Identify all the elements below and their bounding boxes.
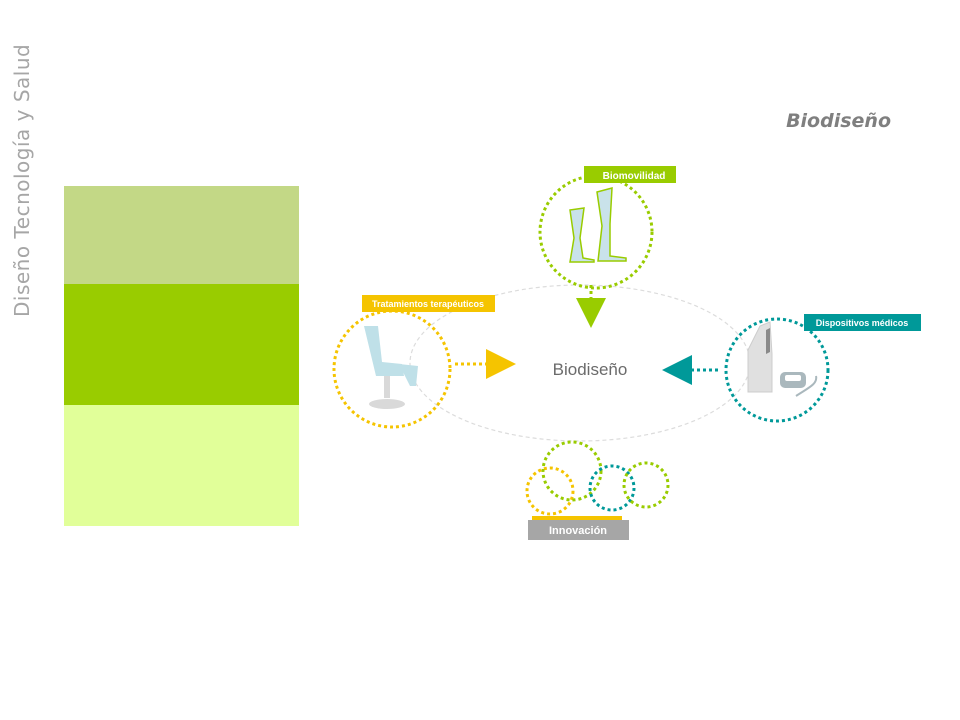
tratamientos-tag <box>362 295 495 312</box>
medical-device-icon <box>747 321 818 397</box>
innovacion-circle-green-1 <box>541 440 603 502</box>
tratamientos-label: Tratamientos terapéuticos <box>372 299 484 309</box>
innovacion-label: Innovación <box>549 525 607 537</box>
innovacion-tag <box>528 520 629 540</box>
chair-icon <box>364 326 418 409</box>
innovacion-tag-accent <box>532 516 622 520</box>
prosthesis-icon <box>569 187 627 263</box>
node-innovacion: Innovación <box>525 440 670 540</box>
innovacion-circle-yellow <box>525 466 575 516</box>
biomovilidad-circle <box>538 174 654 290</box>
page-title: Biodiseño <box>786 110 891 132</box>
node-tratamientos: Tratamientos terapéuticos <box>332 295 516 429</box>
center-label: Biodiseño <box>553 360 628 379</box>
biomovilidad-tag <box>584 166 676 183</box>
dispositivos-circle <box>724 317 830 423</box>
color-block-green <box>64 284 299 405</box>
dispositivos-tag <box>804 314 921 331</box>
color-block-pale-green <box>64 405 299 526</box>
node-dispositivos: Dispositivos médicos <box>662 314 921 423</box>
node-biomovilidad: Biomovilidad <box>538 166 676 328</box>
innovacion-circle-teal <box>588 464 636 512</box>
color-block-light-green <box>64 186 299 284</box>
biomovilidad-label: Biomovilidad <box>603 171 666 182</box>
innovacion-circle-green-2 <box>622 461 670 509</box>
dispositivos-label: Dispositivos médicos <box>816 318 909 328</box>
